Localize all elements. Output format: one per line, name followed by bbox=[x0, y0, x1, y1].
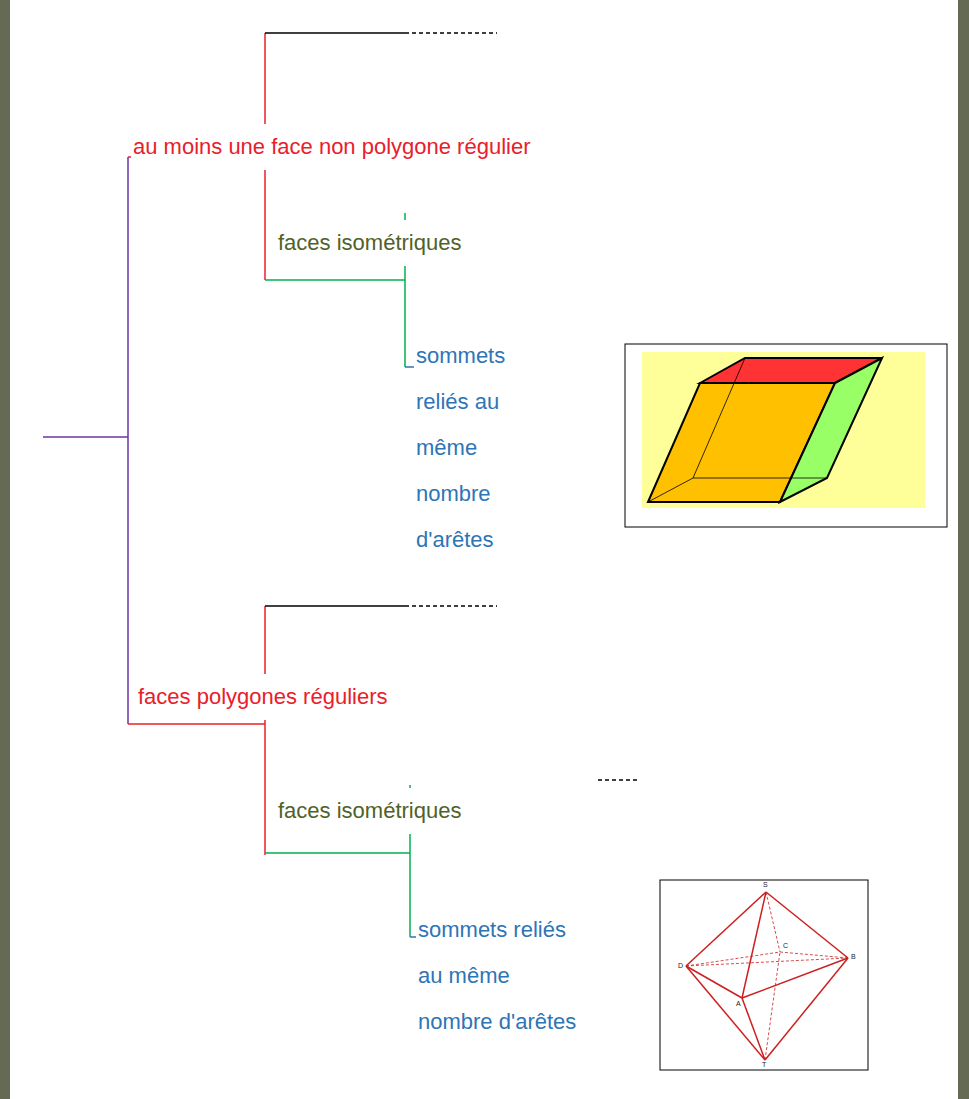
vertex-letter: C bbox=[783, 942, 788, 950]
vertex-letter: A bbox=[736, 1000, 741, 1008]
vertex-letter: S bbox=[763, 881, 768, 889]
branch-label: faces polygones réguliers bbox=[136, 674, 389, 720]
vertex-letter: D bbox=[678, 962, 683, 970]
parallelepiped-figure bbox=[625, 344, 947, 527]
octahedron-figure bbox=[660, 880, 868, 1070]
branch-label: au moins une face non polygone régulier bbox=[131, 124, 533, 170]
criterion-label: sommets reliés au même nombre d'arêtes bbox=[416, 907, 588, 1045]
criterion-label: sommets reliés au même nombre d'arêtes bbox=[414, 333, 554, 563]
vertex-letter: T bbox=[762, 1061, 766, 1069]
criterion-label: faces isométriques bbox=[276, 220, 463, 266]
criterion-label: faces isométriques bbox=[276, 788, 463, 834]
vertex-letter: B bbox=[851, 953, 856, 961]
